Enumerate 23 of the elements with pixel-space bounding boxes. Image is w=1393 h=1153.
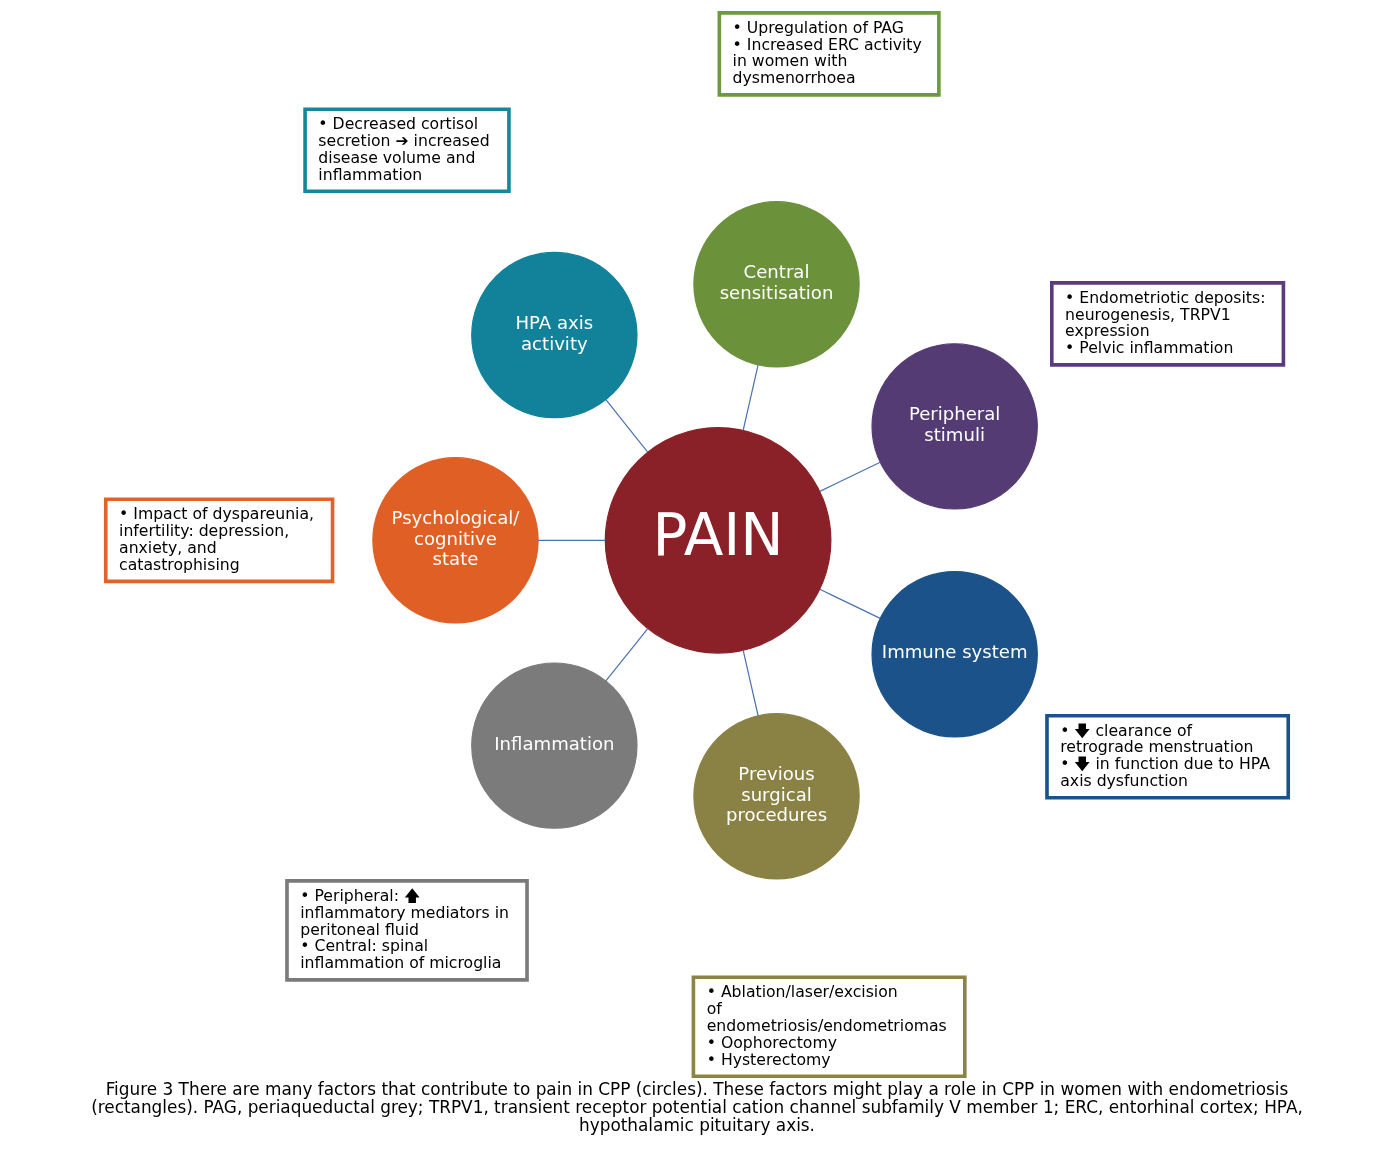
connector — [742, 649, 759, 717]
node-box: • Ablation/laser/excision of endometriosis/endometriomas • Oophorectomy • Hysterectomy — [691, 975, 967, 1078]
connector — [818, 588, 881, 619]
connector — [604, 627, 648, 682]
node-circle: HPA axis activity — [470, 251, 638, 419]
node-box: • Impact of dyspareunia, infertility: depression, anxiety, and catastrophising — [103, 497, 334, 584]
node-box: • Endometriotic deposits: neurogenesis, TRPV1 expression • Pelvic inflammation — [1049, 281, 1285, 367]
node-box: • Upregulation of PAG • Increased ERC activity in women with dysmenorrhoea — [717, 11, 941, 97]
node-circle: Psychological/ cognitive state — [371, 457, 539, 624]
connector — [604, 399, 648, 453]
node-box: • Decreased cortisol secretion ➔ increased disease volume and inflammation — [302, 107, 511, 194]
node-circle: Central sensitisation — [692, 201, 860, 368]
node-box: • Peripheral: 🡅 inflammatory mediators in peritoneal fluid • Central: spinal inflammation of microglia — [284, 879, 529, 982]
connector — [537, 539, 606, 541]
node-circle: Inflammation — [470, 662, 638, 829]
node-circle: Immune system — [870, 571, 1038, 738]
caption: Figure 3 There are many factors that contribute to pain in CPP (circles). These factors might play a role in CPP in women with endometriosis (rectangles). PAG, periaqueductal grey; TRPV1, transient receptor potential cation channel subfamily V member 1; ERC, entorhinal cortex; HPA, hypothalamic pituitary axis. — [90, 1078, 1303, 1135]
node-box: • 🡇 clearance of retrograde menstruation • 🡇 in function due to HPA axis dysfunction — [1044, 713, 1290, 800]
node-circle: PAIN — [604, 426, 831, 654]
connector — [742, 364, 759, 431]
connector — [818, 461, 881, 492]
node-circle: Previous surgical procedures — [692, 713, 860, 880]
node-circle: Peripheral stimuli — [870, 343, 1038, 510]
